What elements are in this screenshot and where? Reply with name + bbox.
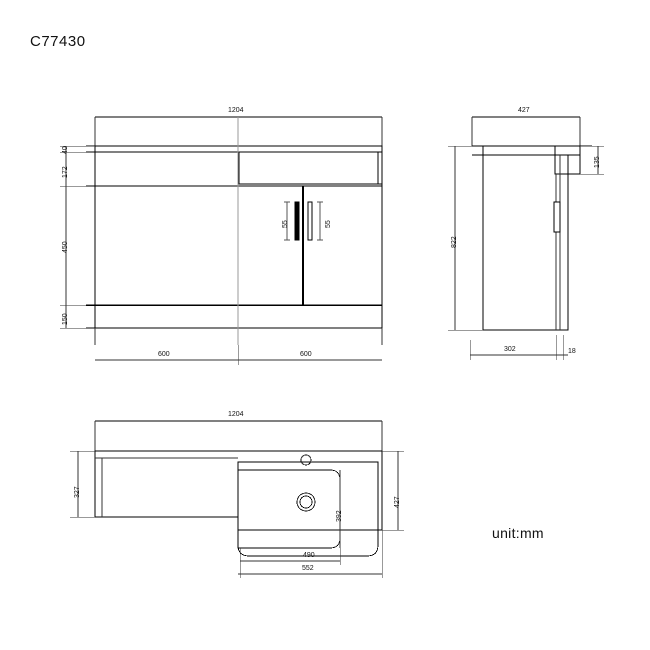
side-worktop-height-label: 135 [594,156,601,168]
plan-waste-inner [299,495,313,509]
plan-basin-outer-width-label: 552 [302,565,314,572]
unit-note: unit:mm [492,525,544,541]
front-basin-recess [238,151,383,185]
side-handle [553,201,561,233]
front-overall-width-label: 1204 [228,107,244,114]
front-doors-height-label: 450 [62,241,69,253]
front-body-outline [94,145,383,329]
side-top-width-label: 427 [518,107,530,114]
front-left-handle-label: 55 [282,220,289,228]
front-left-section-label: 600 [158,351,170,358]
plan-tap-hole [300,454,312,466]
front-plinth-height-label: 150 [62,313,69,325]
plan-basin-bowl [237,469,341,549]
front-right-handle-label: 55 [325,220,332,228]
plan-right-depth-label: 427 [394,496,401,508]
front-drawer-height-label: 172 [62,166,69,178]
front-right-section-label: 600 [300,351,312,358]
drawing-title: C77430 [30,33,86,50]
side-upstand [554,145,581,175]
plan-waste-outer [296,492,316,512]
front-top-band-label: 40 [62,146,69,154]
side-worktop [482,145,581,156]
front-left-door-handle [294,201,300,241]
plan-overall-width-label: 1204 [228,411,244,418]
plan-left-depth-label: 327 [74,486,81,498]
side-body-height-label: 822 [451,236,458,248]
plan-basin-outline [237,461,379,557]
front-right-door-handle [307,201,313,241]
plan-basin-inner-width-label: 490 [303,552,315,559]
side-body-outline [482,154,569,331]
side-base-depth-label: 302 [504,346,516,353]
plan-basin-inner-depth-label: 392 [336,510,343,522]
side-base-offset-label: 18 [568,348,576,355]
